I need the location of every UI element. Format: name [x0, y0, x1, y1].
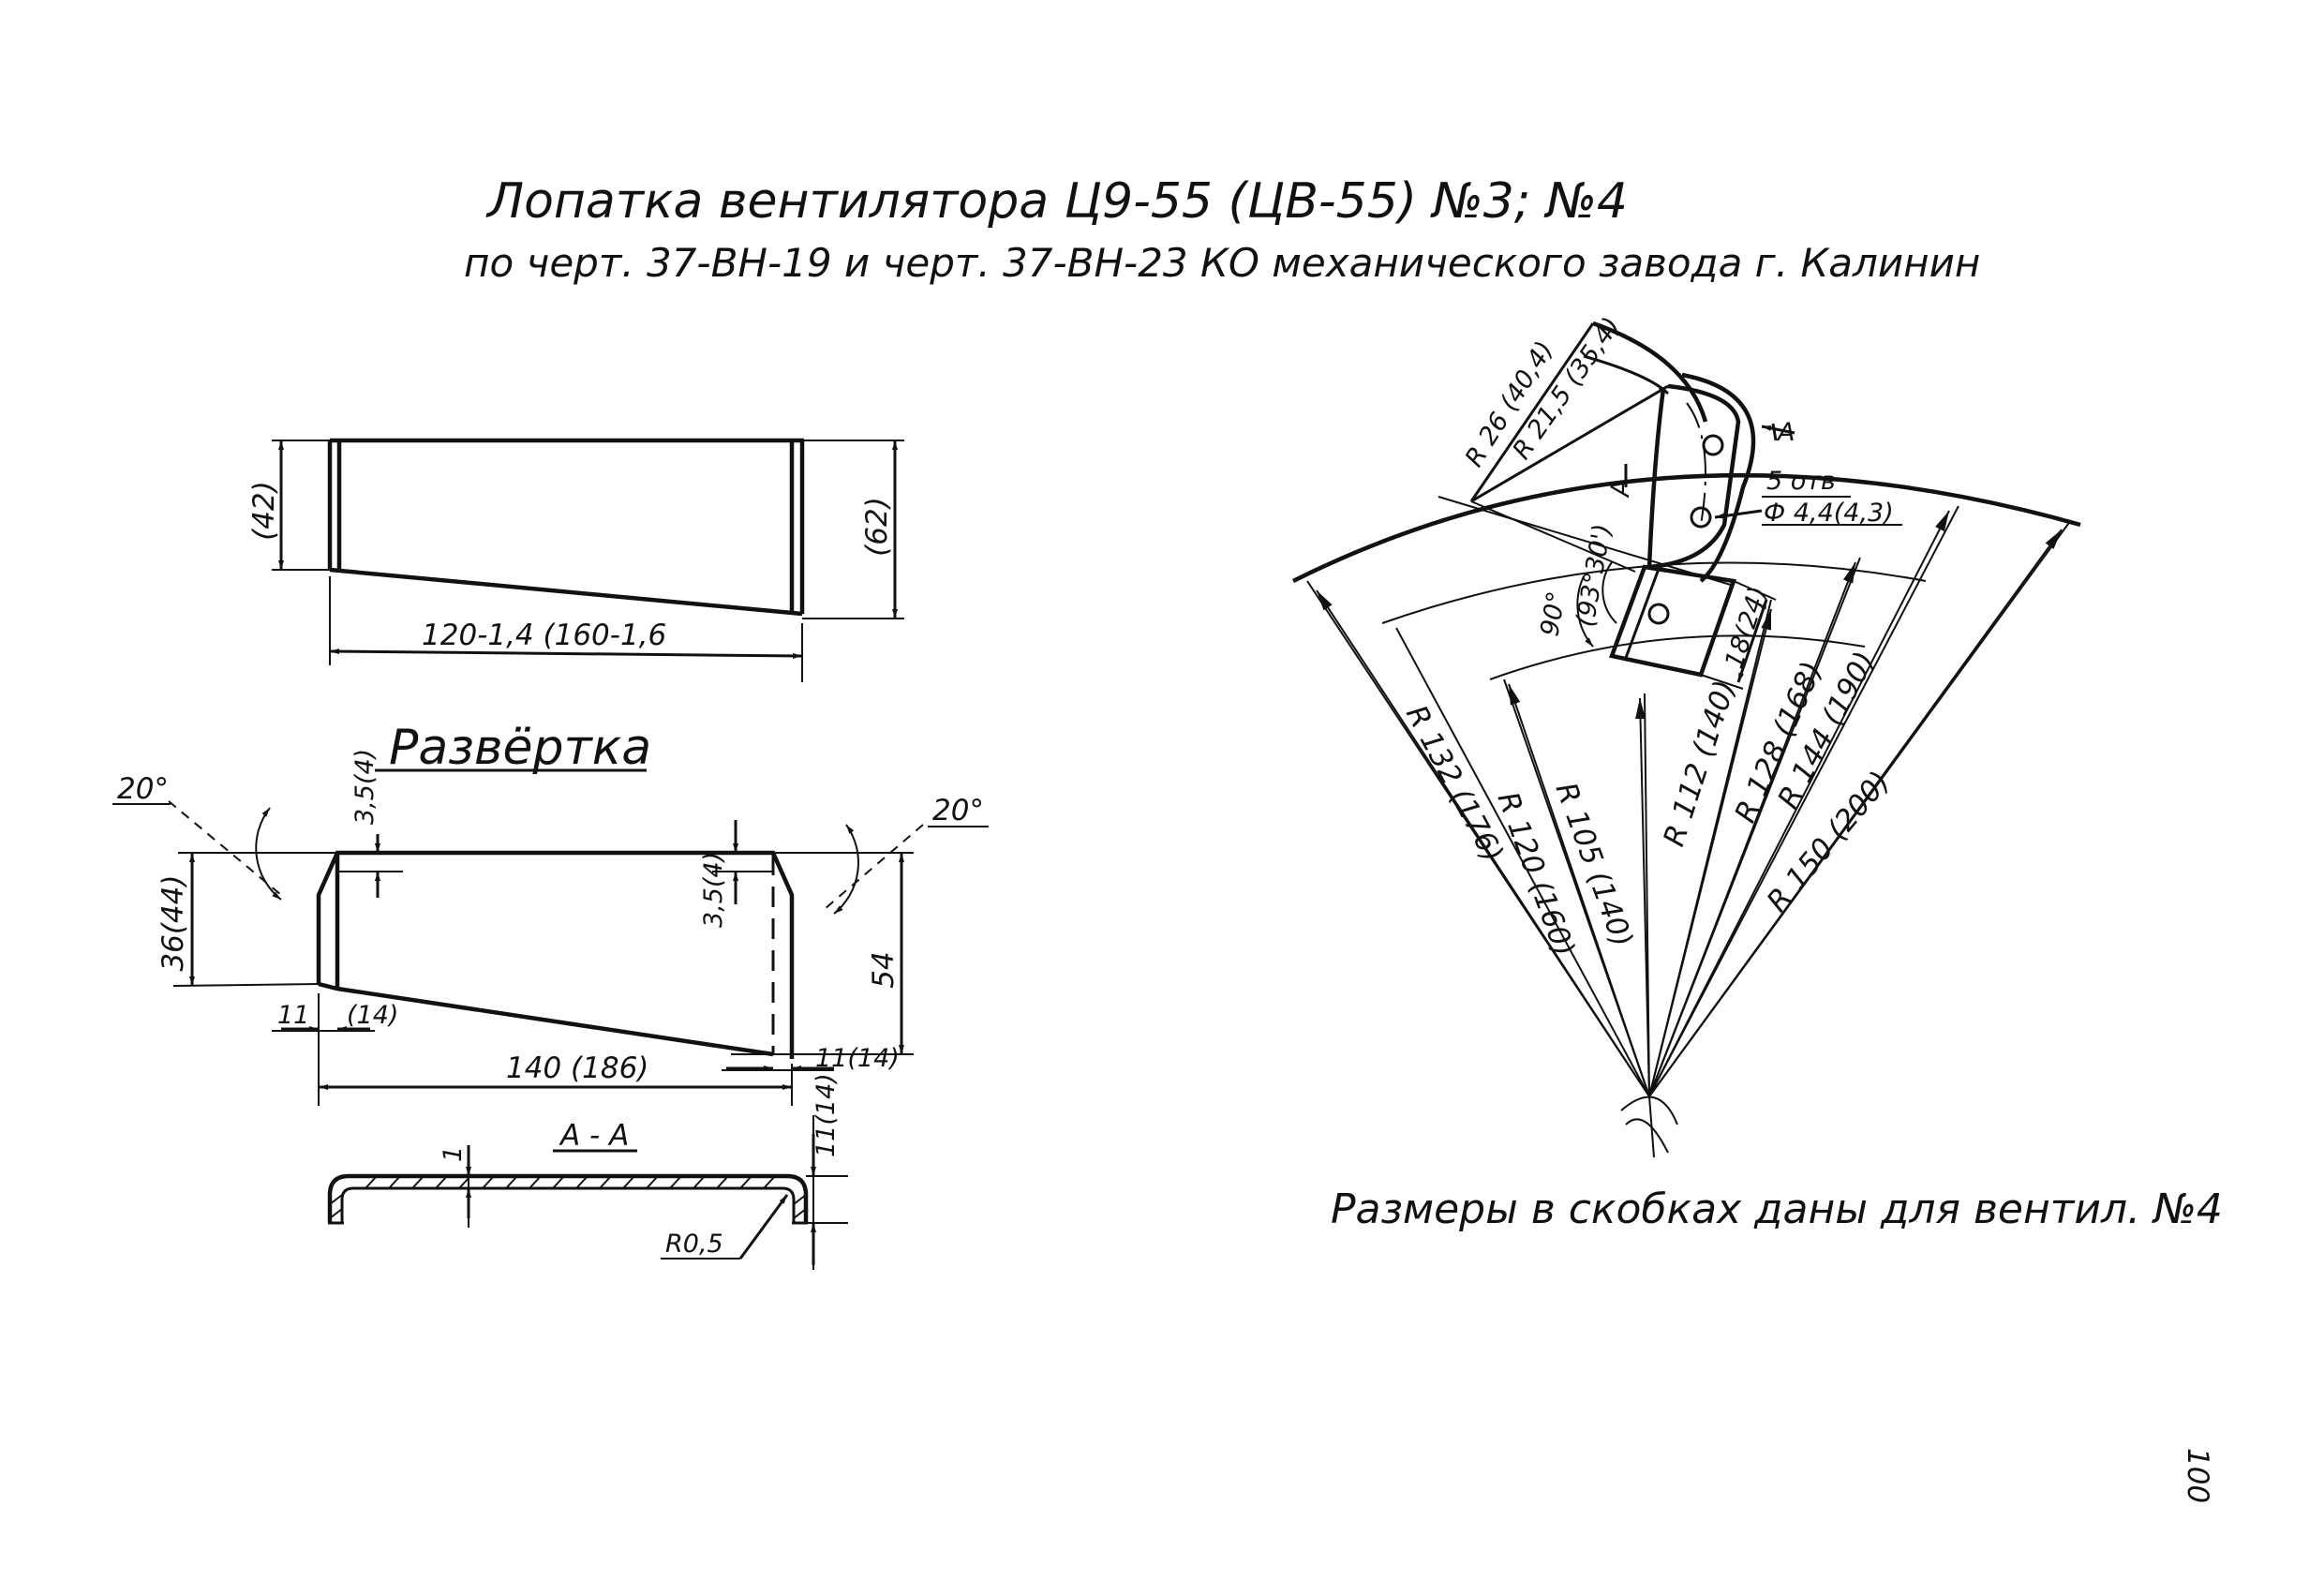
arc-r150: [1291, 472, 2081, 584]
title-line-1: Лопатка вентилятора Ц9-55 (ЦВ-55) №3; №4: [485, 173, 1628, 230]
angle-90-label: 90°: [1535, 589, 1572, 639]
label-r112: R 112 (140): [1657, 677, 1742, 851]
dim-offset-right: 11(14): [815, 1044, 900, 1073]
unfold-angle-right: 20°: [932, 794, 984, 827]
hole-2: [1690, 506, 1712, 529]
blade-flange-block: [1608, 564, 1737, 678]
title-block: Лопатка вентилятора Ц9-55 (ЦВ-55) №3; №4…: [464, 173, 1980, 286]
unfold-heading: Развёртка: [389, 720, 651, 776]
title-line-2: по черт. 37-ВН-19 и черт. 37-ВН-23 КО ме…: [464, 240, 1980, 286]
unfold-view: Развёртка 20° 20° 36(44) 54 3,5(4) 3,5(4: [112, 720, 989, 1106]
section-aa: А - А 1 11(14): [327, 1073, 848, 1270]
section-mark-side: А: [1606, 480, 1635, 499]
dim-unfold-left-height-label: 36(44): [156, 874, 190, 971]
section-profile-outer: [327, 1173, 809, 1223]
dim-offset-left-a: 11: [277, 1001, 309, 1030]
section-hatching: [329, 1175, 807, 1219]
section-thickness-label: 1: [439, 1146, 468, 1162]
hole-3: [1647, 603, 1670, 625]
label-r132: R 132 (176): [1399, 700, 1510, 868]
dim-r132-line: [1316, 589, 1650, 1097]
dim-front-length: [329, 648, 803, 659]
arc-r26: [1592, 320, 1708, 423]
dim-unfold-right-height-label: 54: [867, 951, 901, 988]
section-radius-label: R0,5: [665, 1230, 723, 1259]
front-view: (42) (62) 120-1,4 (160-1,6: [247, 438, 904, 682]
page-number: 100: [2181, 1448, 2214, 1503]
hole-1: [1702, 434, 1724, 456]
holes-diameter-label: Ф 4,4(4,3): [1764, 499, 1894, 528]
section-heading: А - А: [559, 1119, 629, 1153]
dim-front-length-label: 120-1,4 (160-1,6: [422, 619, 666, 652]
blade-front-outline: [327, 438, 805, 617]
holes-count-label: 5 отв: [1766, 467, 1836, 496]
unfold-angle-left: 20°: [117, 772, 169, 806]
dim-chamfer-left-label: 3,5(4): [350, 749, 380, 825]
arc-view: R 26 (40,4) R 21,5 (35,4) А А 5 отв Ф 4,…: [1291, 312, 2081, 1158]
dimensions-note: Размеры в скобках даны для вентил. №4: [1331, 1185, 2223, 1233]
section-mark-top: А: [1776, 418, 1795, 447]
dim-chamfer-right-label: 3,5(4): [699, 852, 728, 928]
dim-front-right-label: (62): [860, 497, 894, 557]
arc-r112: [1489, 634, 1866, 680]
dim-offset-left-b: (14): [347, 1001, 398, 1030]
blade-tip-outline: [1648, 383, 1741, 570]
dim-front-left-label: (42): [247, 481, 281, 541]
dim-unfold-length-label: 140 (186): [506, 1051, 648, 1085]
section-height-label: 11(14): [812, 1073, 841, 1157]
